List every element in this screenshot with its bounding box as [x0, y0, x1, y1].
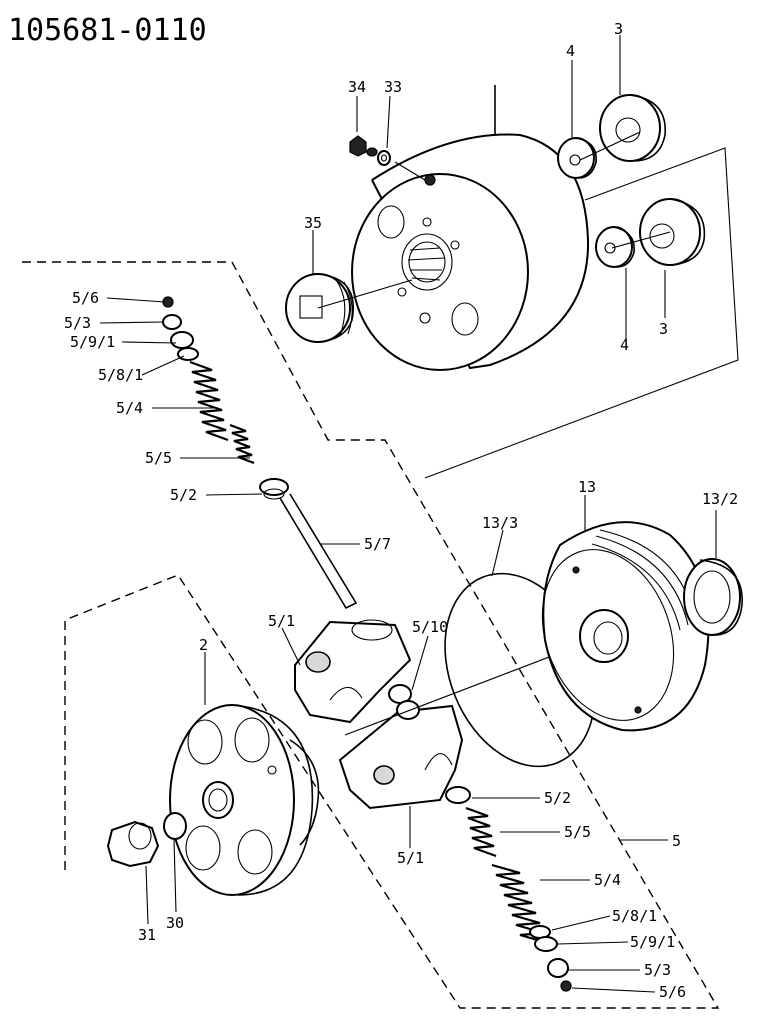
seal-5-10: [388, 635, 429, 720]
callout-5-5-bot: 5/5: [564, 823, 591, 841]
callout-3-top: 3: [614, 20, 623, 38]
plug-35: [285, 230, 413, 343]
callout-5-1-bot: 5/1: [397, 849, 424, 867]
callout-5-1-top: 5/1: [268, 612, 295, 630]
valve-block-5-1-upper: [294, 619, 412, 724]
valve-stack-lower: [445, 786, 572, 992]
callout-5-9-1-bot: 5/9/1: [630, 933, 675, 951]
callout-4-mid: 4: [620, 336, 629, 354]
pump-housing: [351, 85, 590, 371]
callout-5-3-bot: 5/3: [644, 961, 671, 979]
group-bracket-3: [424, 147, 739, 479]
callout-5-4-top: 5/4: [116, 399, 143, 417]
valve-stack-upper: [162, 296, 358, 610]
callout-5-6-bot: 5/6: [659, 983, 686, 1001]
seal-4-top: [557, 60, 641, 179]
leader-13-3: [491, 529, 504, 577]
callout-35: 35: [304, 214, 322, 232]
callout-4-top: 4: [566, 42, 575, 60]
callout-5-6-top: 5/6: [72, 289, 99, 307]
callout-5-7: 5/7: [364, 535, 391, 553]
seal-13-2: [683, 510, 743, 636]
cover-13: [541, 495, 710, 732]
ring-3-mid: [639, 198, 706, 318]
callout-5-3-top: 5/3: [64, 314, 91, 332]
callout-3-mid: 3: [659, 320, 668, 338]
leader-5-6-bot: [571, 987, 656, 993]
seal-4-mid: [595, 226, 671, 340]
leader-5-8-1-bot: [551, 915, 611, 931]
callout-5: 5: [672, 832, 681, 850]
callout-13: 13: [578, 478, 596, 496]
callout-5-10: 5/10: [412, 618, 448, 636]
callout-13-3: 13/3: [482, 514, 518, 532]
callout-13-2: 13/2: [702, 490, 738, 508]
washer-33: [377, 150, 391, 166]
callout-5-8-1-top: 5/8/1: [98, 366, 143, 384]
leader-5-6-top: [106, 297, 166, 303]
callout-31: 31: [138, 926, 156, 944]
callout-5-9-1-top: 5/9/1: [70, 333, 115, 351]
leader-5-2-top: [205, 493, 263, 496]
nut-34: [349, 135, 378, 157]
leader-5-9-1-top: [121, 341, 177, 344]
callout-2: 2: [199, 636, 208, 654]
valve-block-5-1-lower: [338, 704, 464, 810]
callout-5-2-bot: 5/2: [544, 789, 571, 807]
ring-3-top: [599, 35, 666, 162]
leader-5-1-top: [281, 627, 301, 666]
callout-33: 33: [384, 78, 402, 96]
assembly-boundary-5: [22, 261, 720, 1009]
part-number: 105681-0110: [8, 13, 207, 48]
callout-5-4-bot: 5/4: [594, 871, 621, 889]
leader-5-9-1-bot: [557, 941, 629, 945]
leader-33: [394, 161, 426, 181]
nut-31: [106, 820, 160, 925]
rotor-2: [169, 652, 320, 896]
callout-30: 30: [166, 914, 184, 932]
washer-30: [163, 812, 187, 913]
leader-5-8-1-top: [141, 355, 185, 376]
callout-5-5-top: 5/5: [145, 449, 172, 467]
callout-5-8-1-bot: 5/8/1: [612, 907, 657, 925]
leader-5-3-top: [99, 321, 165, 324]
leader-33b: [386, 95, 391, 149]
callout-5-2-top: 5/2: [170, 486, 197, 504]
callout-34: 34: [348, 78, 366, 96]
